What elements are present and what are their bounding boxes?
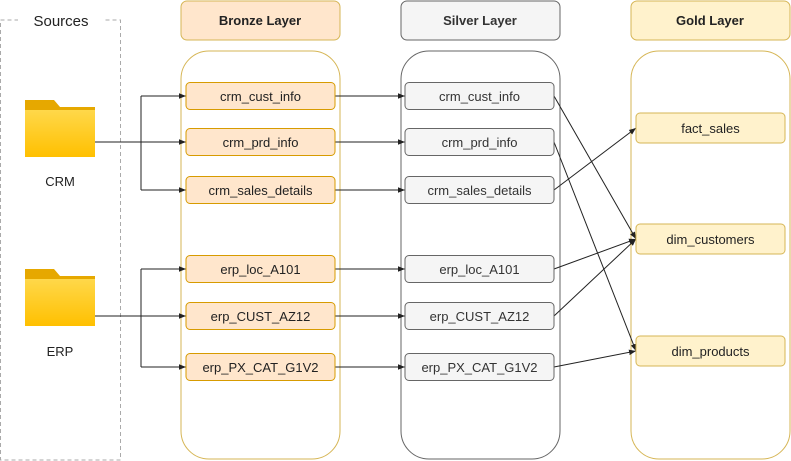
silver-table-label: erp_CUST_AZ12 bbox=[430, 309, 530, 324]
connectors bbox=[95, 93, 637, 370]
bronze-table-box bbox=[185, 176, 336, 204]
folder-icon bbox=[25, 100, 95, 157]
bronze-table-crm-prd-info[interactable]: crm_prd_info bbox=[185, 128, 336, 156]
gold-layer-header: Gold Layer bbox=[630, 0, 791, 41]
silver-layer-header: Silver Layer bbox=[400, 0, 561, 41]
bronze-layer-container bbox=[180, 50, 341, 460]
silver-table-crm-prd-info[interactable]: crm_prd_info bbox=[404, 128, 555, 156]
crm-label: CRM bbox=[45, 174, 75, 189]
bronze-table-box bbox=[185, 302, 336, 330]
silver-to-gold-edge bbox=[553, 141, 637, 352]
silver-table-crm-sales-details[interactable]: crm_sales_details bbox=[404, 176, 555, 204]
silver-to-gold-edge bbox=[553, 127, 637, 191]
crm-source[interactable]: CRM bbox=[25, 100, 95, 189]
silver-table-box bbox=[404, 255, 555, 283]
silver-table-label: crm_prd_info bbox=[442, 135, 518, 150]
bronze-table-erp-cust-az12[interactable]: erp_CUST_AZ12 bbox=[185, 302, 336, 330]
gold-table-label: dim_products bbox=[671, 344, 750, 359]
silver-table-box bbox=[404, 82, 555, 110]
sources-container: Sources bbox=[0, 8, 121, 461]
gold-layer-container bbox=[630, 50, 791, 460]
gold-table-label: dim_customers bbox=[666, 232, 755, 247]
silver-table-label: crm_sales_details bbox=[427, 183, 532, 198]
silver-to-gold-edge bbox=[553, 238, 637, 317]
bronze-table-erp-loc-a101[interactable]: erp_loc_A101 bbox=[185, 255, 336, 283]
silver-table-box bbox=[404, 302, 555, 330]
silver-to-gold-edge bbox=[553, 349, 637, 368]
bronze-table-box bbox=[185, 353, 336, 381]
silver-table-crm-cust-info[interactable]: crm_cust_info bbox=[404, 82, 555, 110]
gold-table-box bbox=[635, 112, 786, 144]
gold-table-fact-sales[interactable]: fact_sales bbox=[635, 112, 786, 144]
bronze-table-label: crm_prd_info bbox=[223, 135, 299, 150]
gold-table-label: fact_sales bbox=[681, 121, 740, 136]
table-nodes: crm_cust_info crm_prd_info crm_sales_detai… bbox=[185, 82, 786, 381]
bronze-table-label: crm_cust_info bbox=[220, 89, 301, 104]
bronze-table-label: crm_sales_details bbox=[208, 183, 313, 198]
gold-table-dim-products[interactable]: dim_products bbox=[635, 335, 786, 367]
bronze-table-crm-cust-info[interactable]: crm_cust_info bbox=[185, 82, 336, 110]
bronze-table-box bbox=[185, 82, 336, 110]
silver-table-label: erp_loc_A101 bbox=[439, 262, 519, 277]
gold-table-dim-customers[interactable]: dim_customers bbox=[635, 223, 786, 255]
gold-layer-title: Gold Layer bbox=[676, 13, 744, 28]
gold-table-box bbox=[635, 223, 786, 255]
silver-table-box bbox=[404, 176, 555, 204]
bronze-layer-title: Bronze Layer bbox=[219, 13, 301, 28]
silver-table-erp-px-cat-g1v2[interactable]: erp_PX_CAT_G1V2 bbox=[404, 353, 555, 381]
silver-table-label: erp_PX_CAT_G1V2 bbox=[421, 360, 537, 375]
silver-table-erp-loc-a101[interactable]: erp_loc_A101 bbox=[404, 255, 555, 283]
silver-to-gold-edge bbox=[553, 95, 637, 240]
bronze-table-box bbox=[185, 255, 336, 283]
silver-to-gold-edge bbox=[553, 238, 637, 270]
silver-layer-title: Silver Layer bbox=[443, 13, 517, 28]
erp-source[interactable]: ERP bbox=[25, 269, 95, 359]
gold-table-box bbox=[635, 335, 786, 367]
silver-table-box bbox=[404, 353, 555, 381]
bronze-table-erp-px-cat-g1v2[interactable]: erp_PX_CAT_G1V2 bbox=[185, 353, 336, 381]
bronze-table-box bbox=[185, 128, 336, 156]
folder-icon bbox=[25, 269, 95, 326]
sources-title: Sources bbox=[33, 13, 88, 30]
erp-label: ERP bbox=[47, 344, 74, 359]
bronze-table-label: erp_loc_A101 bbox=[220, 262, 300, 277]
silver-table-erp-cust-az12[interactable]: erp_CUST_AZ12 bbox=[404, 302, 555, 330]
bronze-table-crm-sales-details[interactable]: crm_sales_details bbox=[185, 176, 336, 204]
bronze-table-label: erp_PX_CAT_G1V2 bbox=[202, 360, 318, 375]
bronze-table-label: erp_CUST_AZ12 bbox=[211, 309, 311, 324]
silver-table-label: crm_cust_info bbox=[439, 89, 520, 104]
bronze-layer-header: Bronze Layer bbox=[180, 0, 341, 41]
silver-layer-container bbox=[400, 50, 561, 460]
silver-table-box bbox=[404, 128, 555, 156]
